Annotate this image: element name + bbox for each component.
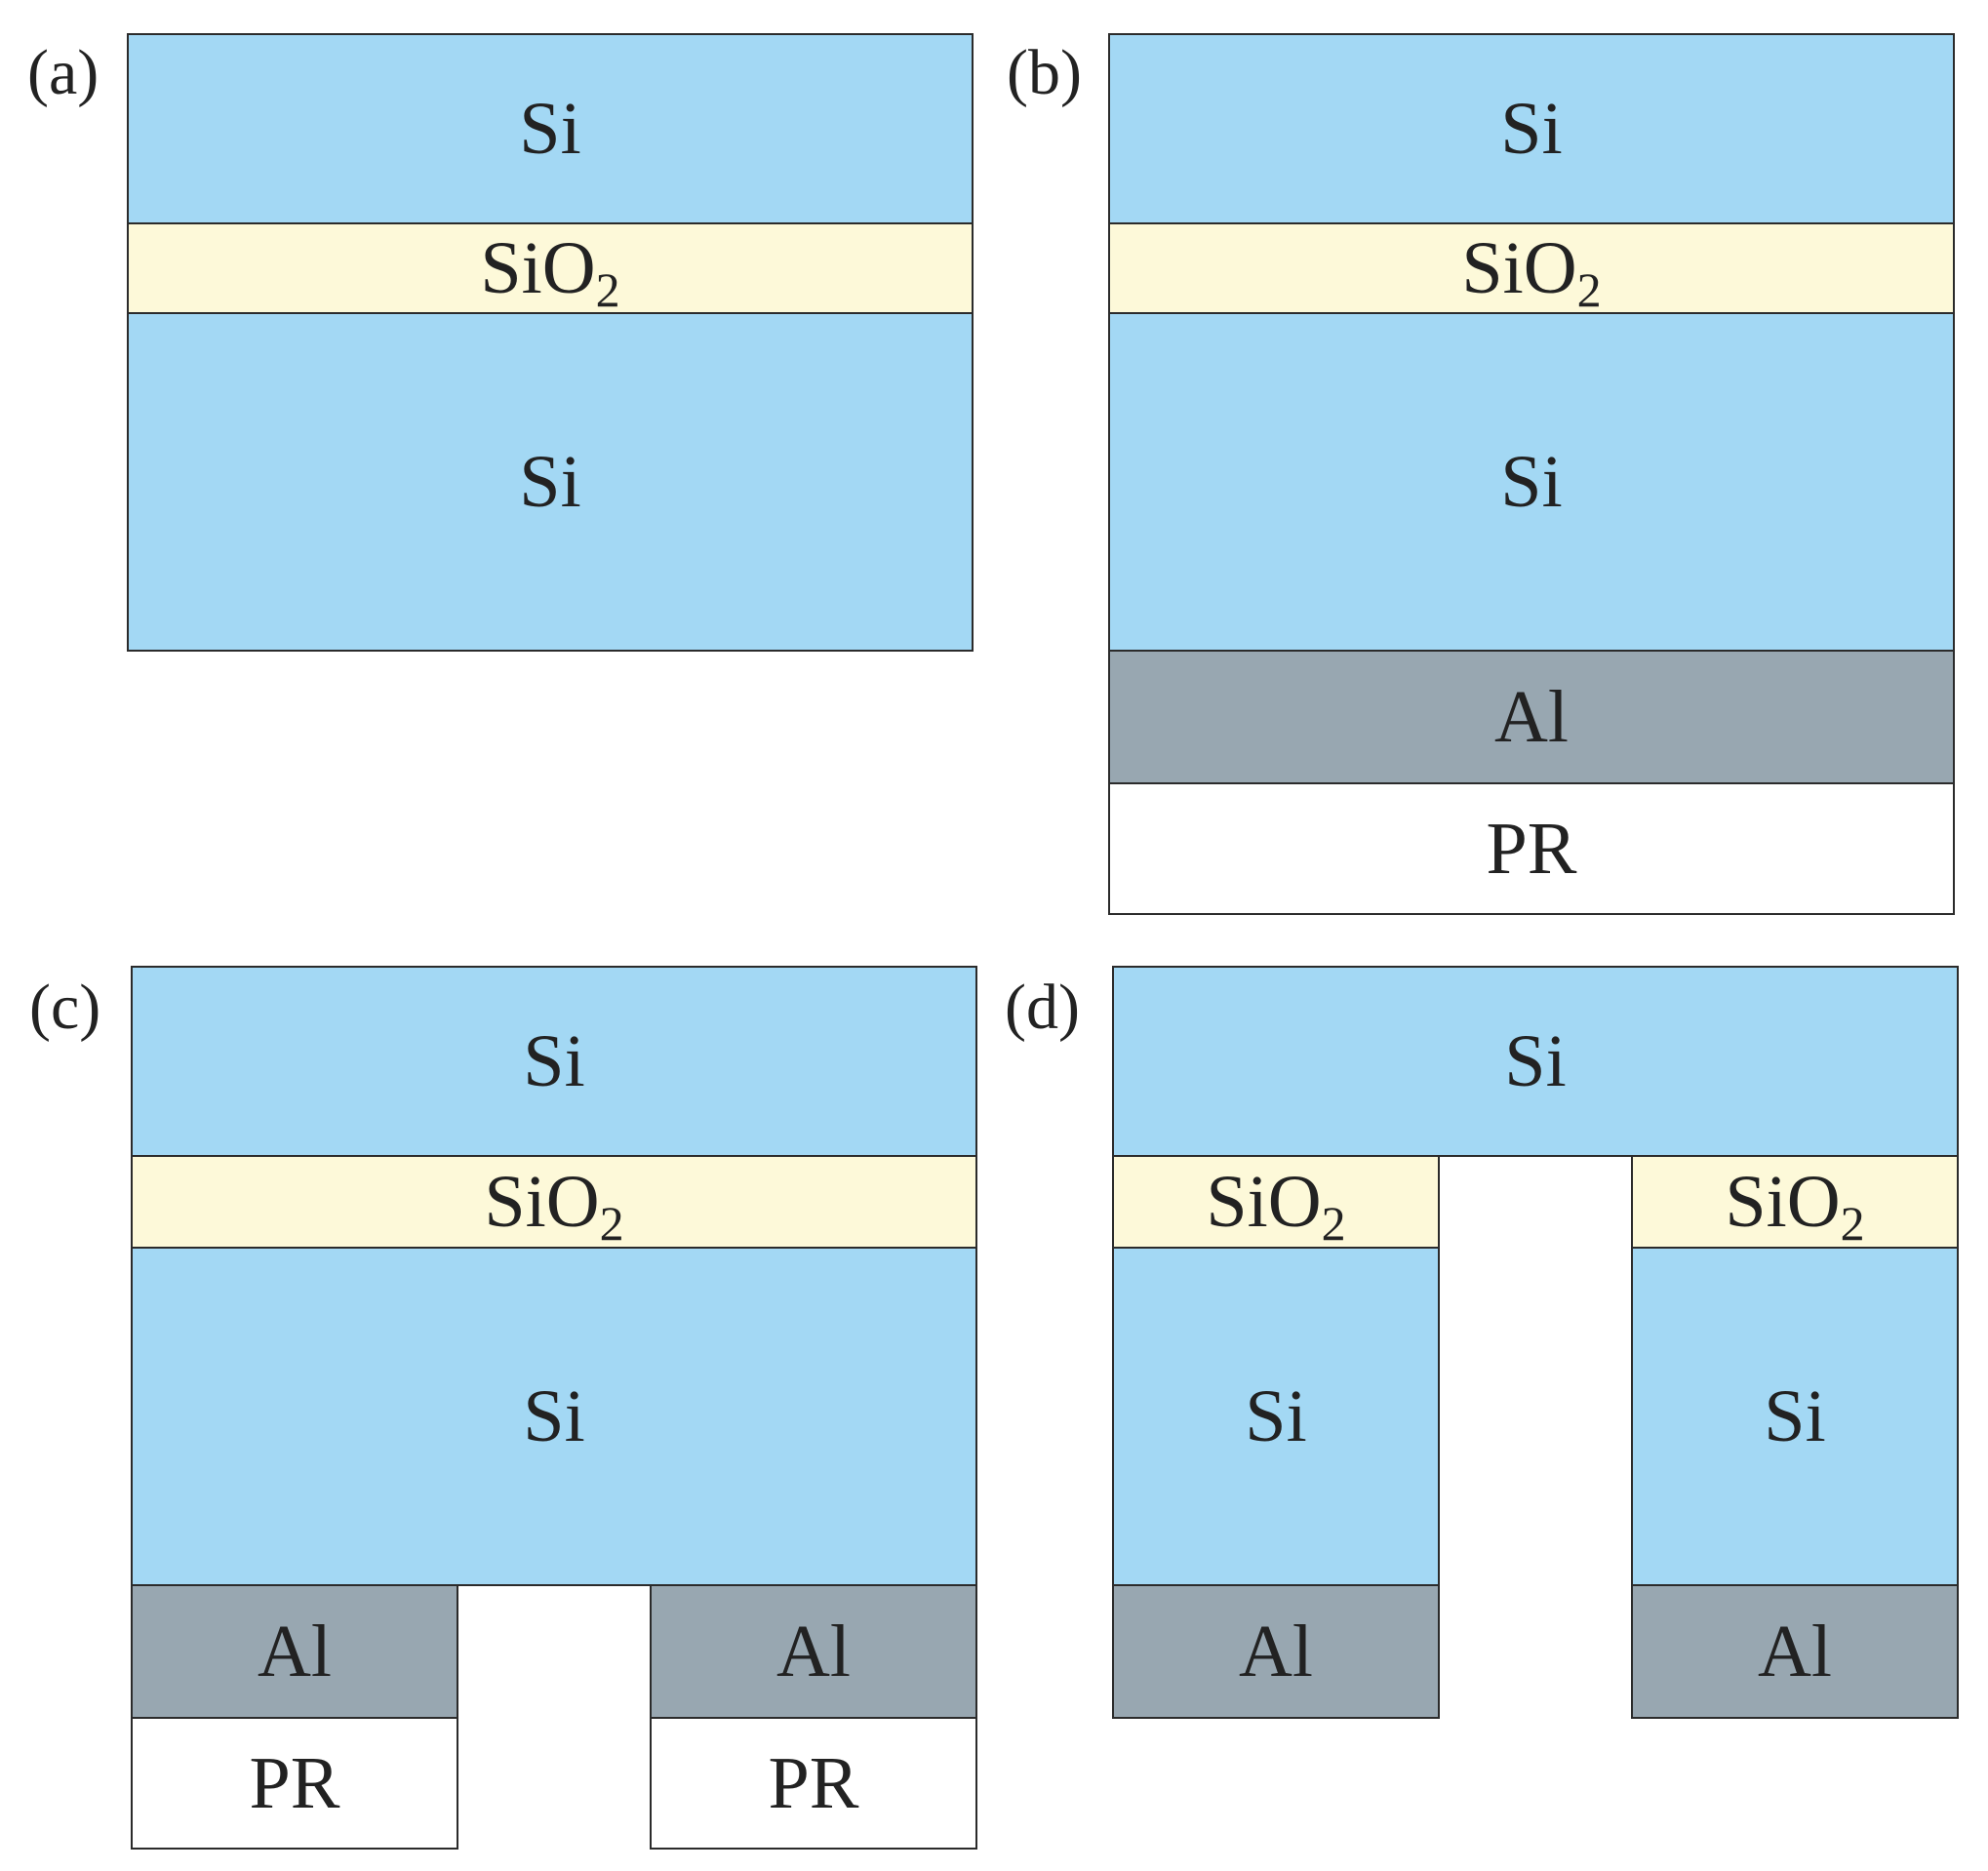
panel-label-a: (a) xyxy=(27,37,99,108)
panel-label-c: (c) xyxy=(29,972,101,1043)
layer-sio2-left: SiO2 xyxy=(1112,1155,1440,1249)
layer-label: Al xyxy=(1494,676,1569,758)
layer-si-bottom: Si xyxy=(127,312,974,652)
panel-label-d: (d) xyxy=(1005,972,1080,1043)
layer-label: Si xyxy=(1500,441,1563,523)
layer-label: SiO2 xyxy=(480,227,620,317)
layer-si-top: Si xyxy=(1112,966,1959,1157)
layer-sio2: SiO2 xyxy=(131,1155,977,1249)
layer-label: Si xyxy=(519,441,581,523)
layer-sio2-right: SiO2 xyxy=(1631,1155,1959,1249)
layer-label: SiO2 xyxy=(1461,227,1602,317)
layer-label: Al xyxy=(776,1611,851,1692)
layer-si-bottom: Si xyxy=(131,1247,977,1586)
layer-al-left: Al xyxy=(131,1584,458,1719)
layer-label: SiO2 xyxy=(1206,1161,1346,1251)
layer-si-top: Si xyxy=(127,33,974,224)
layer-label: Si xyxy=(1245,1375,1307,1457)
layer-label: Al xyxy=(258,1611,332,1692)
layer-label: Si xyxy=(1500,88,1563,170)
layer-label: Si xyxy=(1764,1375,1826,1457)
layer-pr-right: PR xyxy=(650,1717,977,1850)
layer-label: Si xyxy=(523,1020,585,1102)
layer-label: Al xyxy=(1239,1611,1313,1692)
layer-label: Al xyxy=(1758,1611,1832,1692)
layer-sio2: SiO2 xyxy=(1108,222,1955,314)
layer-sio2: SiO2 xyxy=(127,222,974,314)
panel-label-b: (b) xyxy=(1007,37,1082,108)
layer-label: PR xyxy=(1486,808,1577,890)
layer-al-left: Al xyxy=(1112,1584,1440,1719)
layer-si-top: Si xyxy=(131,966,977,1157)
layer-label: SiO2 xyxy=(1725,1161,1865,1251)
layer-label: SiO2 xyxy=(484,1161,624,1251)
layer-label: PR xyxy=(768,1742,859,1824)
layer-al: Al xyxy=(1108,650,1955,784)
layer-al-right: Al xyxy=(650,1584,977,1719)
layer-label: Si xyxy=(1504,1020,1567,1102)
layer-pr: PR xyxy=(1108,782,1955,915)
layer-al-right: Al xyxy=(1631,1584,1959,1719)
layer-si-bottom: Si xyxy=(1108,312,1955,652)
layer-si-right: Si xyxy=(1631,1247,1959,1586)
layer-si-left: Si xyxy=(1112,1247,1440,1586)
layer-label: PR xyxy=(249,1742,340,1824)
layer-si-top: Si xyxy=(1108,33,1955,224)
layer-label: Si xyxy=(519,88,581,170)
layer-label: Si xyxy=(523,1375,585,1457)
layer-pr-left: PR xyxy=(131,1717,458,1850)
